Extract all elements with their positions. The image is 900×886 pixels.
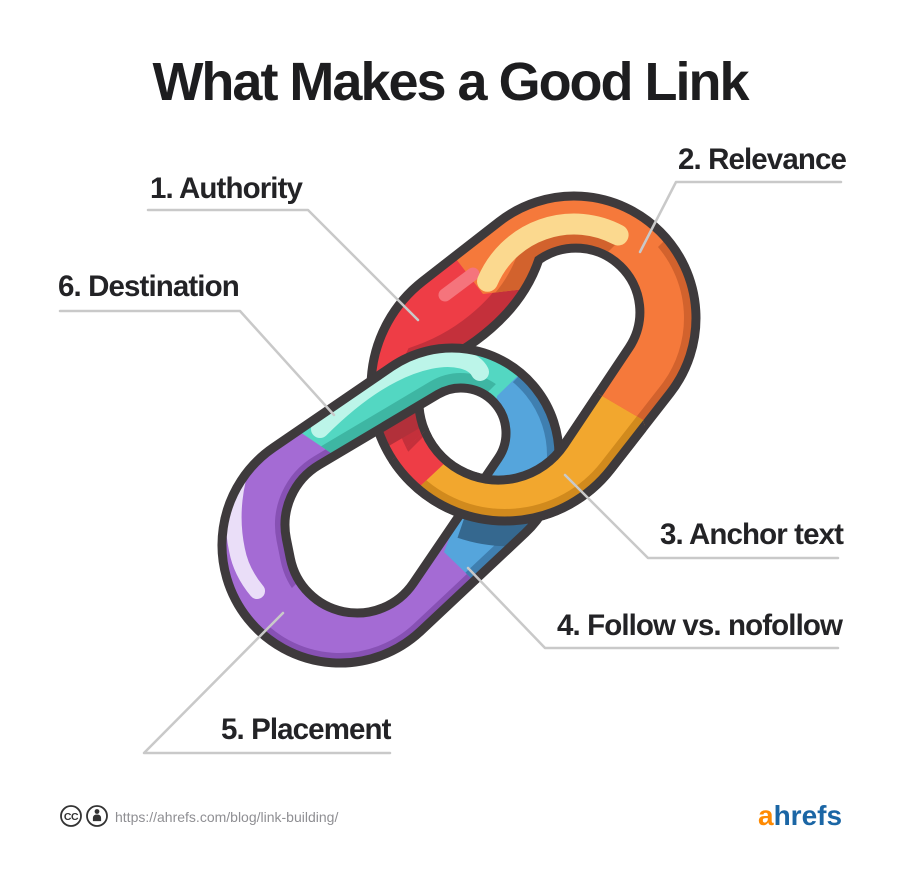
svg-text:4. Follow vs. nofollow: 4. Follow vs. nofollow: [557, 609, 843, 642]
svg-text:https://ahrefs.com/blog/link-b: https://ahrefs.com/blog/link-building/: [115, 809, 338, 825]
svg-text:6. Destination: 6. Destination: [58, 270, 239, 303]
svg-text:2. Relevance: 2. Relevance: [678, 143, 846, 176]
svg-text:3. Anchor text: 3. Anchor text: [660, 518, 844, 551]
svg-text:CC: CC: [64, 811, 79, 823]
svg-text:1. Authority: 1. Authority: [150, 172, 303, 205]
svg-text:ahrefs: ahrefs: [758, 800, 842, 831]
svg-text:5. Placement: 5. Placement: [221, 713, 392, 746]
svg-text:What Makes a Good Link: What Makes a Good Link: [152, 52, 750, 112]
